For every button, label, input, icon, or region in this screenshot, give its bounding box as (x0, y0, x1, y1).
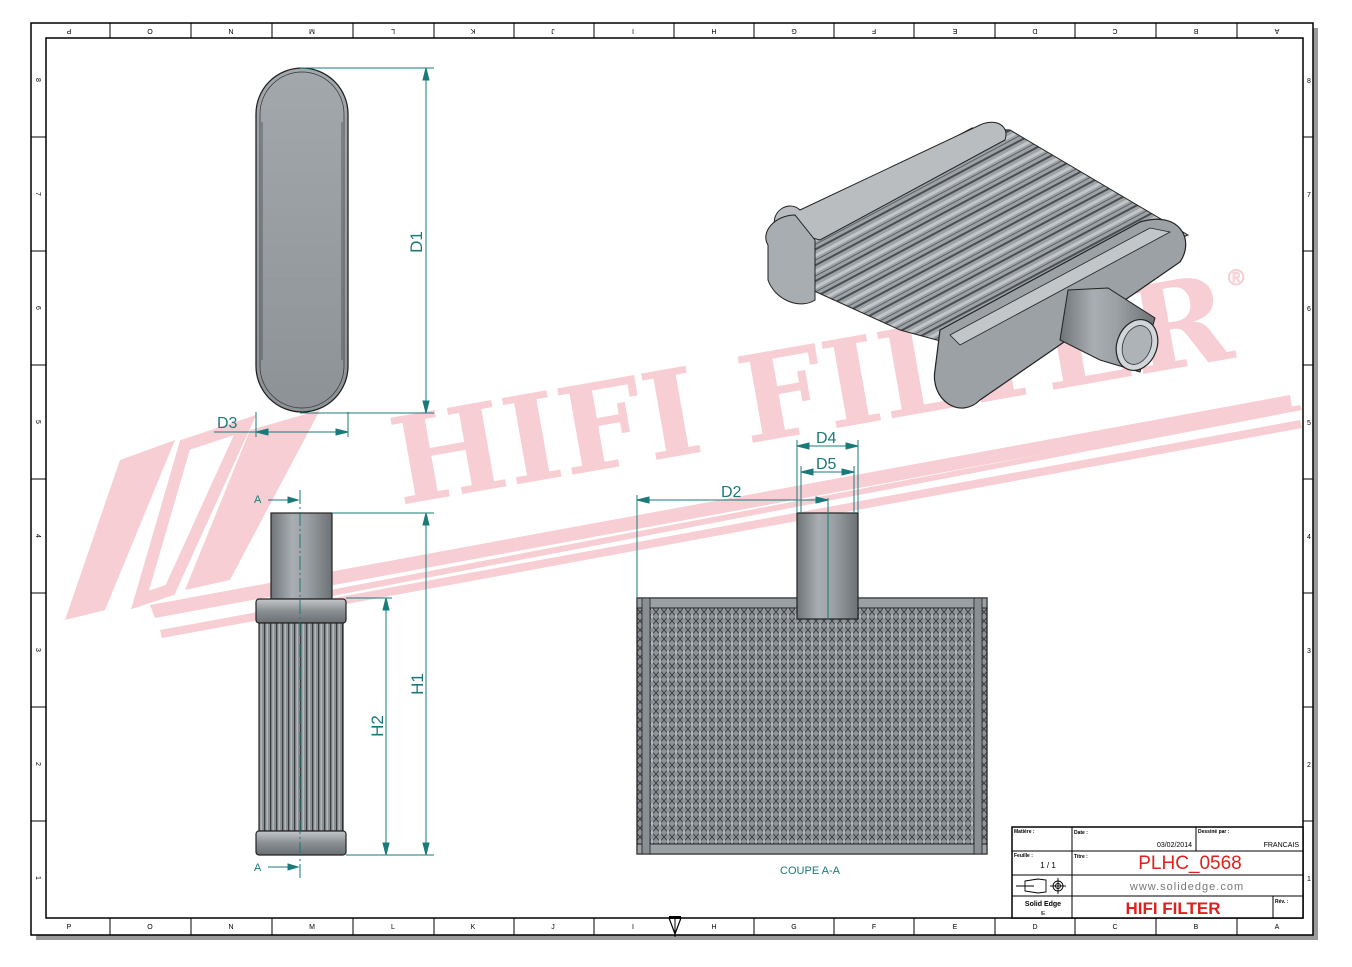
title-block: Matière : Date : Dessiné par : Feuille :… (1011, 826, 1304, 919)
svg-text:4: 4 (34, 534, 41, 538)
svg-text:D: D (1032, 27, 1037, 34)
section-mark-a-bottom (268, 863, 300, 871)
svg-text:3: 3 (1307, 648, 1311, 655)
section-caption: COUPE A-A (780, 865, 841, 877)
svg-text:7: 7 (1307, 192, 1311, 199)
svg-text:6: 6 (34, 306, 41, 310)
svg-text:4: 4 (1307, 534, 1311, 541)
svg-text:N: N (228, 27, 233, 34)
label-d4: D4 (816, 430, 837, 447)
centering-mark-icon (668, 916, 682, 937)
software-sub: IE (1041, 911, 1046, 917)
projection-symbol-icon (1016, 878, 1066, 894)
svg-text:I: I (632, 924, 634, 931)
software-name: Solid Edge (1025, 901, 1061, 908)
svg-text:O: O (147, 27, 153, 34)
svg-text:K: K (471, 924, 476, 931)
svg-text:K: K (470, 27, 475, 34)
svg-text:J: J (551, 27, 555, 34)
svg-text:O: O (147, 924, 153, 931)
svg-text:H: H (711, 924, 716, 931)
label-d1: D1 (407, 231, 426, 253)
drawing-title: PLHC_0568 (1138, 853, 1242, 874)
svg-text:E: E (952, 27, 957, 34)
zone-numbers-left: 8 7 6 5 4 3 2 1 (34, 78, 41, 880)
svg-text:I: I (632, 27, 634, 34)
svg-text:P: P (66, 27, 71, 34)
svg-text:C: C (1112, 27, 1117, 34)
section-label-a-bottom: A (254, 862, 262, 874)
section-mark-a-top (268, 496, 300, 504)
zone-letters-bottom: P O N M L K J I H G F E D C B A (67, 924, 1280, 931)
section-label-a-top: A (254, 494, 262, 506)
svg-text:1: 1 (1307, 876, 1311, 883)
svg-text:L: L (391, 27, 395, 34)
section-view (636, 498, 988, 855)
label-h2: H2 (368, 715, 387, 737)
dimension-h2 (346, 597, 392, 856)
rev-label: Rév. : (1275, 899, 1289, 905)
svg-text:2: 2 (1307, 762, 1311, 769)
svg-text:L: L (391, 924, 395, 931)
svg-text:N: N (228, 924, 233, 931)
top-view (255, 67, 349, 413)
dessine-value: FRANCAIS (1264, 842, 1300, 849)
svg-text:P: P (67, 924, 72, 931)
svg-text:D: D (1032, 924, 1037, 931)
svg-text:8: 8 (34, 78, 41, 82)
dimension-d1 (300, 67, 434, 414)
svg-text:A: A (1274, 27, 1279, 34)
feuille-label: Feuille : (1014, 853, 1033, 859)
label-d5: D5 (816, 456, 837, 473)
dimension-h1 (332, 512, 434, 856)
svg-text:M: M (309, 924, 315, 931)
zone-ticks (31, 23, 1313, 935)
svg-text:5: 5 (34, 420, 41, 424)
label-d2: D2 (721, 484, 742, 501)
svg-text:G: G (791, 27, 796, 34)
svg-text:2: 2 (34, 762, 41, 766)
zone-numbers-right: 8 7 6 5 4 3 2 1 (1307, 78, 1311, 883)
label-h1: H1 (408, 673, 427, 695)
dimension-d2 (636, 495, 829, 598)
svg-text:F: F (872, 27, 876, 34)
svg-text:B: B (1193, 27, 1198, 34)
svg-text:8: 8 (1307, 78, 1311, 85)
dimension-d3 (214, 412, 349, 437)
svg-text:F: F (872, 924, 876, 931)
svg-text:7: 7 (34, 192, 41, 196)
date-value: 03/02/2014 (1157, 842, 1192, 849)
isometric-view (765, 121, 1190, 409)
zone-letters-top: P O N M L K J I H G F E D C B A (66, 27, 1279, 34)
svg-text:®: ® (1228, 265, 1244, 290)
matiere-label: Matière : (1014, 829, 1035, 835)
svg-text:J: J (551, 924, 555, 931)
svg-text:G: G (791, 924, 796, 931)
svg-text:1: 1 (34, 876, 41, 880)
svg-text:H: H (711, 27, 716, 34)
dimension-d5 (800, 466, 855, 513)
svg-text:M: M (309, 27, 315, 34)
label-d3: D3 (217, 415, 238, 432)
svg-text:B: B (1194, 924, 1199, 931)
side-view (255, 490, 347, 880)
svg-text:A: A (1275, 924, 1280, 931)
svg-text:5: 5 (1307, 420, 1311, 427)
svg-text:E: E (953, 924, 958, 931)
dimension-d4 (796, 440, 859, 513)
website-text: www.solidedge.com (1129, 881, 1244, 893)
dessine-label: Dessiné par : (1198, 829, 1230, 835)
feuille-value: 1 / 1 (1040, 861, 1056, 870)
company-name: HIFI FILTER (1125, 899, 1220, 918)
date-label: Date : (1074, 830, 1088, 836)
svg-text:3: 3 (34, 648, 41, 652)
svg-text:6: 6 (1307, 306, 1311, 313)
titre-label: Titre : (1074, 854, 1088, 860)
svg-text:C: C (1112, 924, 1117, 931)
